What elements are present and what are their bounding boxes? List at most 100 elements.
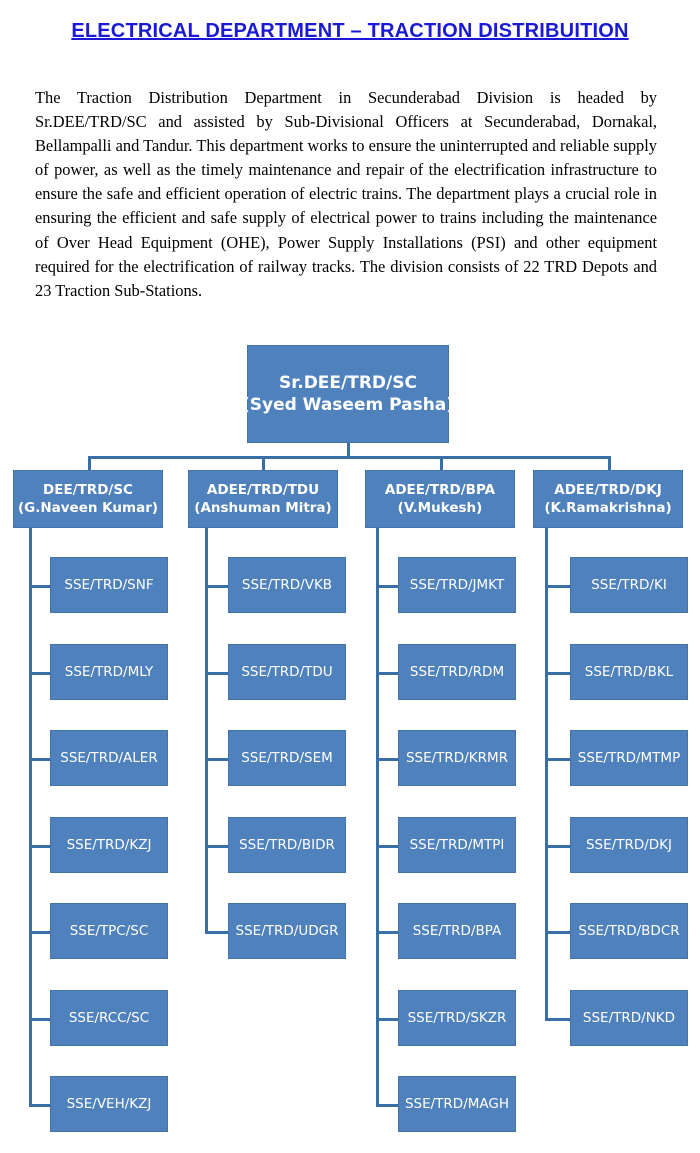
unit-label: SSE/TPC/SC xyxy=(69,923,149,939)
connector-line xyxy=(347,443,350,457)
connector-line xyxy=(29,758,50,761)
unit-label: SSE/TRD/DKJ xyxy=(585,836,673,853)
unit-box: SSE/VEH/KZJ xyxy=(50,1076,168,1132)
connector-line xyxy=(376,1017,398,1021)
unit-label: SSE/RCC/SC xyxy=(68,1009,150,1026)
unit-box: SSE/TRD/KRMR xyxy=(398,730,516,786)
unit-label: SSE/TRD/JMKT xyxy=(409,577,505,593)
connector-line xyxy=(545,844,570,848)
connector-line xyxy=(205,528,208,933)
division-box: ADEE/TRD/BPA (V.Mukesh) xyxy=(365,470,515,528)
unit-box: SSE/TRD/KZJ xyxy=(50,816,168,873)
unit-box: SSE/TRD/JMKT xyxy=(398,557,516,613)
division-name: (G.Naveen Kumar) xyxy=(17,500,159,516)
connector-line xyxy=(376,585,398,588)
connector-line xyxy=(29,931,50,934)
connector-line xyxy=(205,585,228,588)
connector-line xyxy=(545,931,570,934)
connector-line xyxy=(545,1017,570,1021)
connector-line xyxy=(29,1104,50,1107)
unit-box: SSE/TRD/TDU xyxy=(228,643,346,700)
division-name: (V.Mukesh) xyxy=(397,500,483,516)
page-title: ELECTRICAL DEPARTMENT – TRACTION DISTRIB… xyxy=(71,20,629,42)
connector-line xyxy=(545,585,570,588)
unit-label: SSE/TRD/RDM xyxy=(409,663,505,680)
unit-label: SSE/TRD/VKB xyxy=(241,577,333,593)
unit-label: SSE/TRD/NKD xyxy=(582,1009,676,1026)
unit-label: SSE/TRD/MTPI xyxy=(409,836,505,853)
unit-label: SSE/TRD/MLY xyxy=(64,663,154,680)
division-role: DEE/TRD/SC xyxy=(43,482,133,498)
connector-line xyxy=(376,671,398,675)
unit-box: SSE/TRD/ALER xyxy=(50,730,168,786)
unit-box: SSE/TRD/MAGH xyxy=(398,1076,516,1132)
division-name: (Anshuman Mitra) xyxy=(194,500,332,516)
connector-line xyxy=(205,758,228,761)
unit-label: SSE/TRD/BPA xyxy=(412,923,502,939)
connector-line xyxy=(205,844,228,848)
intro-paragraph: The Traction Distribution Department in … xyxy=(35,88,657,300)
unit-box: SSE/TRD/MTMP xyxy=(570,730,688,786)
unit-box: SSE/RCC/SC xyxy=(50,989,168,1046)
unit-label: SSE/TRD/SNF xyxy=(64,577,154,593)
unit-box: SSE/TRD/VKB xyxy=(228,557,346,613)
division-box: ADEE/TRD/TDU(Anshuman Mitra) xyxy=(188,470,338,528)
unit-label: SSE/TRD/SKZR xyxy=(407,1009,507,1026)
unit-box: SSE/TRD/BIDR xyxy=(228,816,346,873)
connector-line xyxy=(29,585,50,588)
division-role: ADEE/TRD/DKJ xyxy=(554,482,662,498)
unit-box: SSE/TRD/MTPI xyxy=(398,816,516,873)
unit-label: SSE/TRD/MAGH xyxy=(404,1096,510,1112)
connector-line xyxy=(205,931,228,934)
connector-line xyxy=(440,456,443,471)
connector-line xyxy=(262,456,265,471)
unit-box: SSE/TRD/NKD xyxy=(570,989,688,1046)
division-name: (K.Ramakrishna) xyxy=(544,500,672,516)
unit-label: SSE/TRD/BDCR xyxy=(578,923,680,939)
division-role: ADEE/TRD/BPA xyxy=(384,482,496,498)
connector-line xyxy=(376,758,398,761)
unit-box: SSE/TRD/MLY xyxy=(50,643,168,700)
head-role: Sr.DEE/TRD/SC xyxy=(279,373,417,393)
connector-line xyxy=(205,671,228,675)
unit-box: SSE/TRD/KI xyxy=(570,557,688,613)
unit-box: SSE/TRD/SNF xyxy=(50,557,168,613)
connector-line xyxy=(376,528,379,1106)
head-name: (Syed Waseem Pasha) xyxy=(241,395,455,415)
connector-line xyxy=(608,456,611,471)
connector-line xyxy=(545,528,548,1020)
connector-line xyxy=(29,528,32,1106)
unit-box: SSE/TRD/SEM xyxy=(228,730,346,786)
unit-label: SSE/TRD/UDGR xyxy=(235,923,339,939)
unit-label: SSE/TRD/BIDR xyxy=(239,836,335,853)
unit-box: SSE/TRD/BPA xyxy=(398,903,516,959)
unit-box: SSE/TRD/UDGR xyxy=(228,903,346,959)
unit-label: SSE/VEH/KZJ xyxy=(66,1096,152,1112)
connector-line xyxy=(29,844,50,848)
unit-label: SSE/TRD/TDU xyxy=(241,663,333,680)
division-box: DEE/TRD/SC (G.Naveen Kumar) xyxy=(13,470,163,528)
connector-line xyxy=(88,456,91,471)
unit-box: SSE/TPC/SC xyxy=(50,903,168,959)
connector-line xyxy=(88,456,611,459)
connector-line xyxy=(29,671,50,675)
unit-box: SSE/TRD/SKZR xyxy=(398,989,516,1046)
connector-line xyxy=(545,758,570,761)
unit-label: SSE/TRD/BKL xyxy=(584,663,674,680)
unit-box: SSE/TRD/BKL xyxy=(570,643,688,700)
unit-label: SSE/TRD/MTMP xyxy=(577,750,681,766)
unit-label: SSE/TRD/KRMR xyxy=(405,750,509,766)
connector-line xyxy=(545,671,570,675)
division-box: ADEE/TRD/DKJ (K.Ramakrishna) xyxy=(533,470,683,528)
connector-line xyxy=(29,1017,50,1021)
unit-label: SSE/TRD/KI xyxy=(591,577,667,593)
unit-box: SSE/TRD/BDCR xyxy=(570,903,688,959)
head-box: Sr.DEE/TRD/SC(Syed Waseem Pasha) xyxy=(242,345,454,443)
connector-line xyxy=(376,844,398,848)
unit-label: SSE/TRD/KZJ xyxy=(66,836,152,853)
unit-label: SSE/TRD/ALER xyxy=(60,750,158,766)
unit-label: SSE/TRD/SEM xyxy=(241,750,333,766)
unit-box: SSE/TRD/RDM xyxy=(398,643,516,700)
unit-box: SSE/TRD/DKJ xyxy=(570,816,688,873)
connector-line xyxy=(376,931,398,934)
